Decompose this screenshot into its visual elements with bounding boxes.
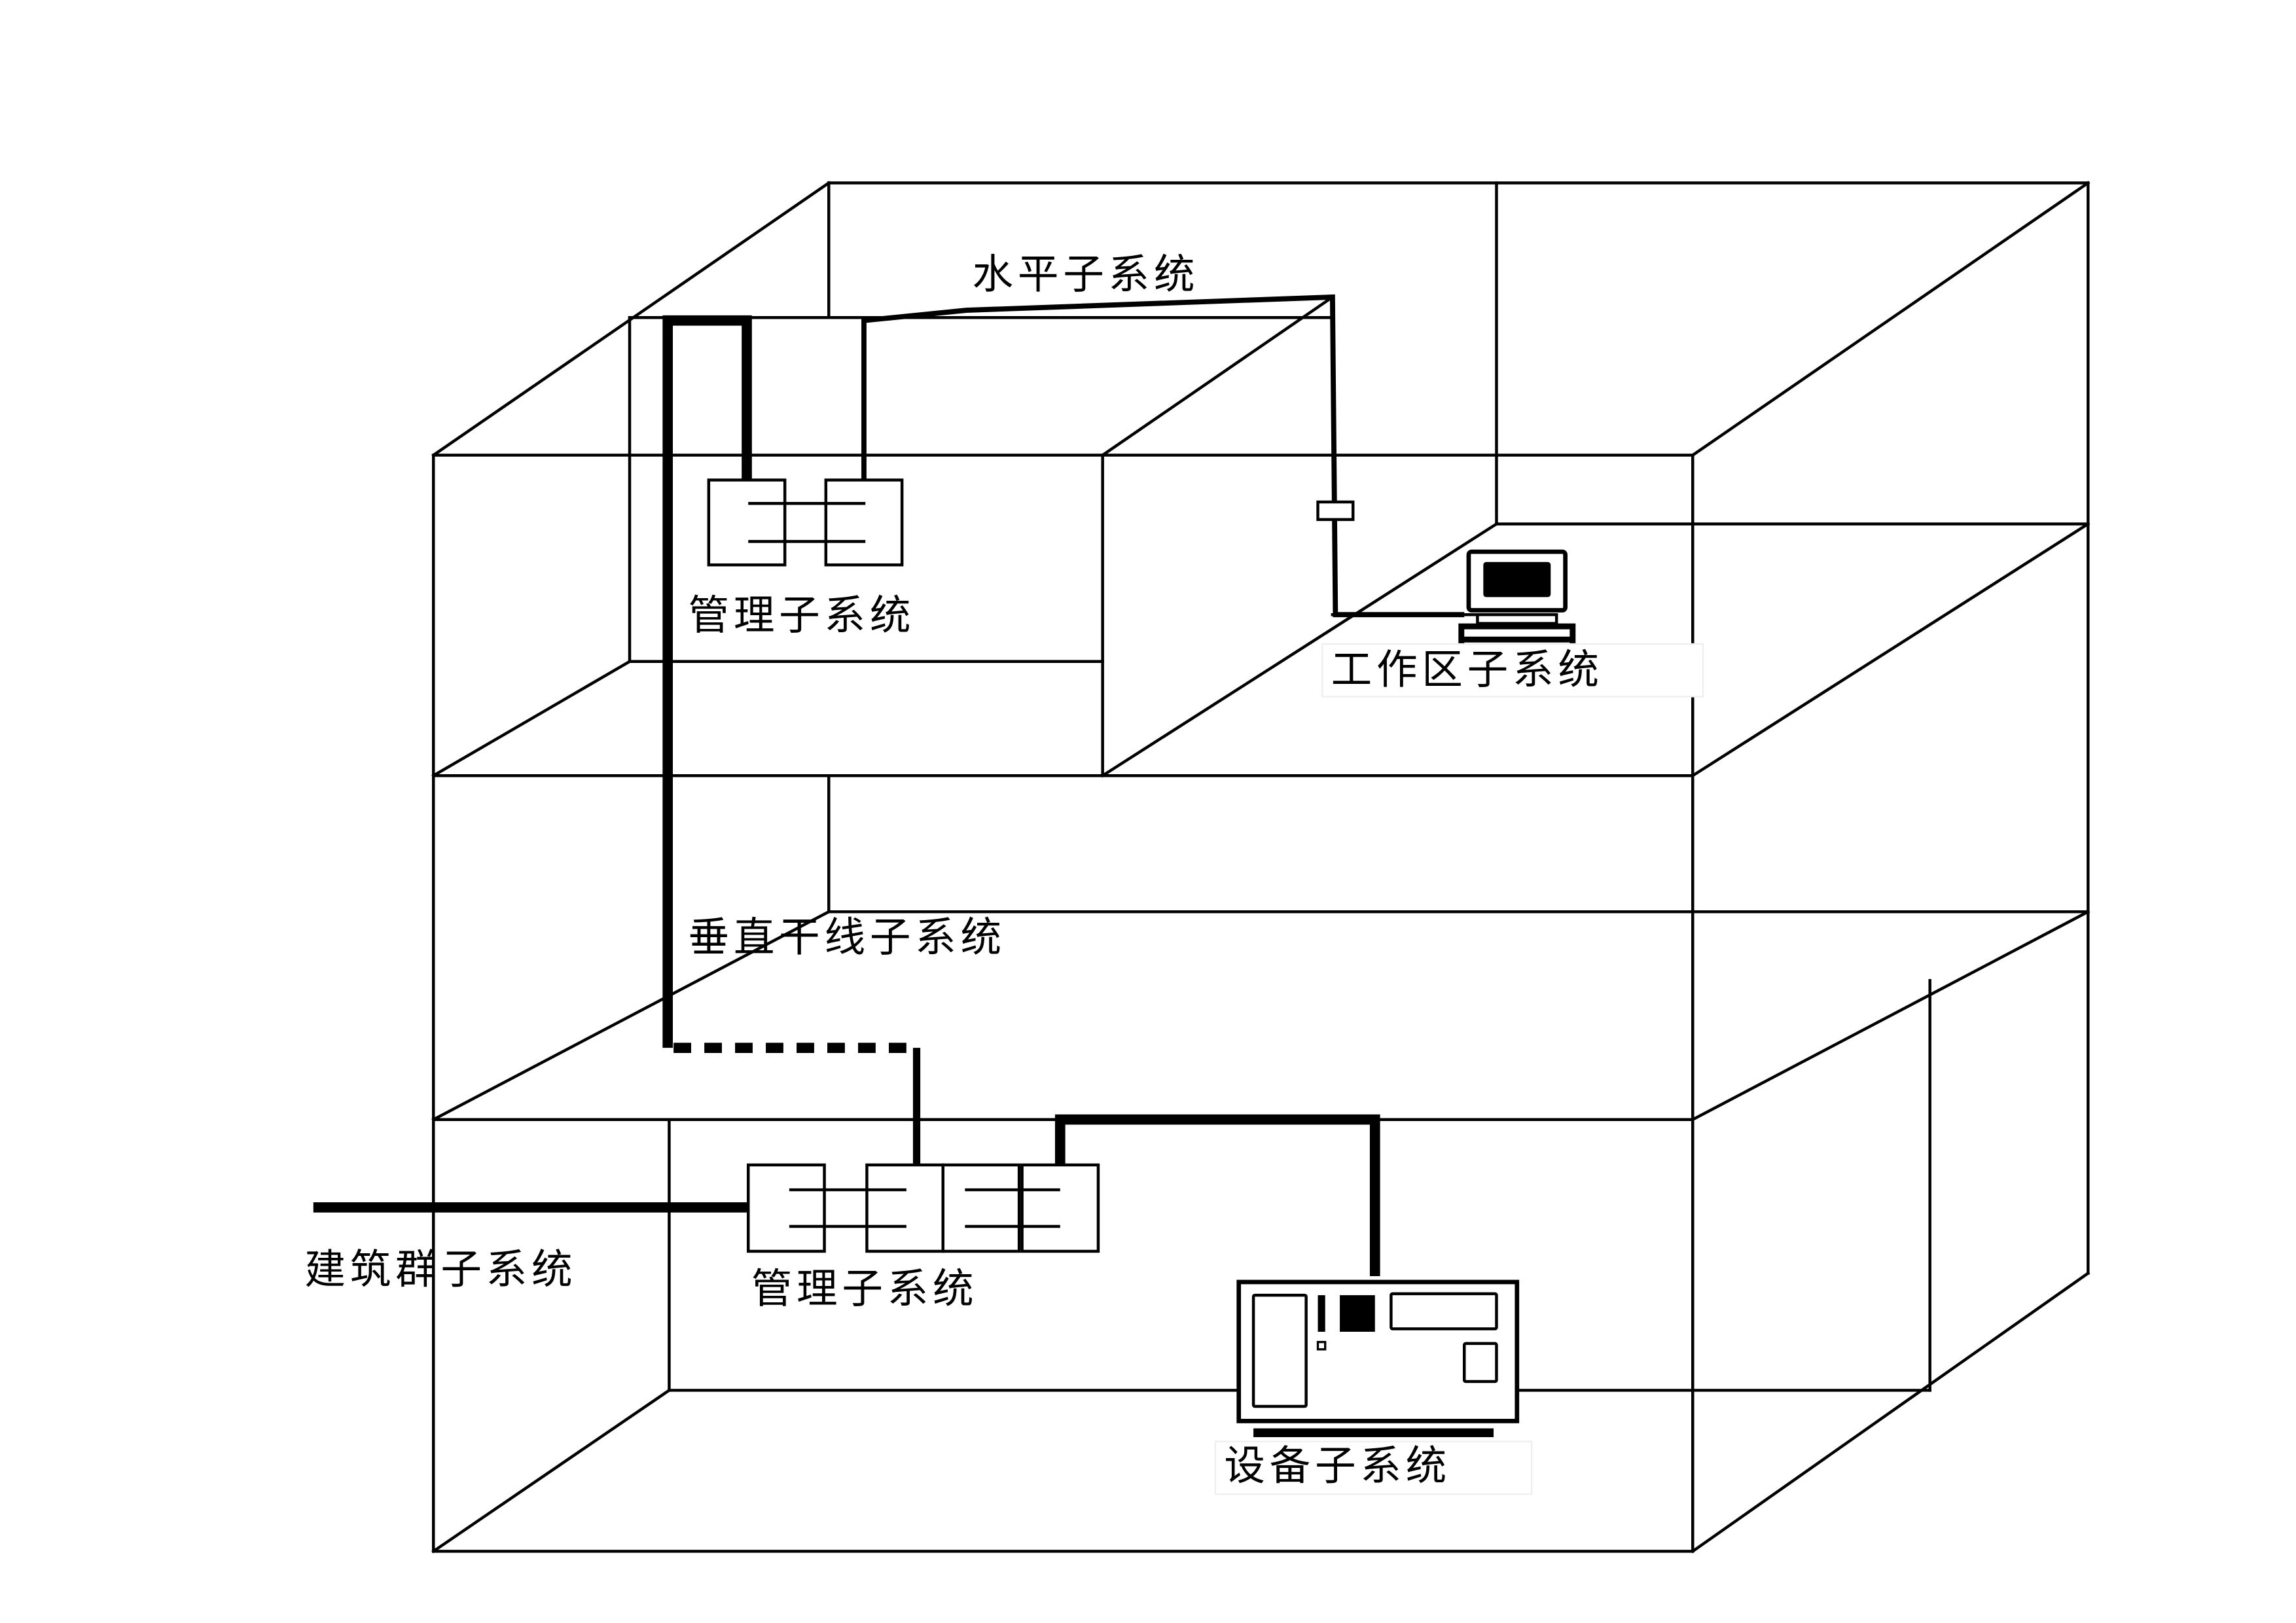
label-backbone-subsystem: 垂直干线子系统 bbox=[689, 914, 1006, 961]
backbone-cable bbox=[662, 315, 752, 1048]
label-campus-subsystem: 建筑群子系统 bbox=[304, 1245, 577, 1293]
label-equipment-subsystem: 设备子系统 bbox=[1224, 1442, 1451, 1489]
patch-panel-lower-unit-2 bbox=[865, 1163, 945, 1253]
ground-right-diagonal bbox=[1691, 1271, 2090, 1554]
patch-panel-lower[interactable] bbox=[746, 1163, 1100, 1253]
floor1-left-diagonal bbox=[431, 910, 831, 1122]
building-front-face bbox=[431, 454, 1695, 1553]
label-work-area-subsystem: 工作区子系统 bbox=[1331, 645, 1604, 693]
floor1-right-diagonal bbox=[1691, 910, 2090, 1122]
patch-panel-upper[interactable] bbox=[707, 478, 904, 567]
patch-panel-upper-unit-1 bbox=[707, 478, 787, 567]
label-management-subsystem-upper: 管理子系统 bbox=[689, 592, 916, 639]
label-management-subsystem-lower: 管理子系统 bbox=[751, 1264, 978, 1312]
upper-room-floor-diagonal bbox=[431, 659, 632, 778]
patch-panel-lower-unit-4 bbox=[1020, 1163, 1100, 1253]
patch-panel-lower-unit-3 bbox=[941, 1163, 1021, 1253]
floor2-right-diagonal bbox=[1691, 522, 2090, 778]
computer-icon[interactable] bbox=[1458, 549, 1576, 653]
patch-panel-upper-unit-2 bbox=[824, 478, 904, 567]
server-equipment-icon[interactable] bbox=[1236, 1279, 1520, 1437]
label-horizontal-subsystem: 水平子系统 bbox=[973, 251, 1200, 298]
roof-right-diagonal bbox=[1691, 181, 2090, 457]
upper-room-partition-diagonal bbox=[1100, 294, 1335, 457]
patch-panel-lower-unit-1 bbox=[746, 1163, 826, 1253]
partition-floor-diagonal bbox=[1100, 522, 1499, 778]
cables bbox=[313, 294, 1465, 1277]
information-outlet-icon[interactable] bbox=[1316, 500, 1355, 522]
label-equipment-background bbox=[1214, 1440, 1533, 1495]
ground-left-diagonal bbox=[431, 1388, 672, 1554]
equipment-cable bbox=[1054, 1114, 1380, 1277]
horizontal-cable bbox=[861, 294, 1465, 618]
label-work-area-background bbox=[1321, 643, 1704, 698]
